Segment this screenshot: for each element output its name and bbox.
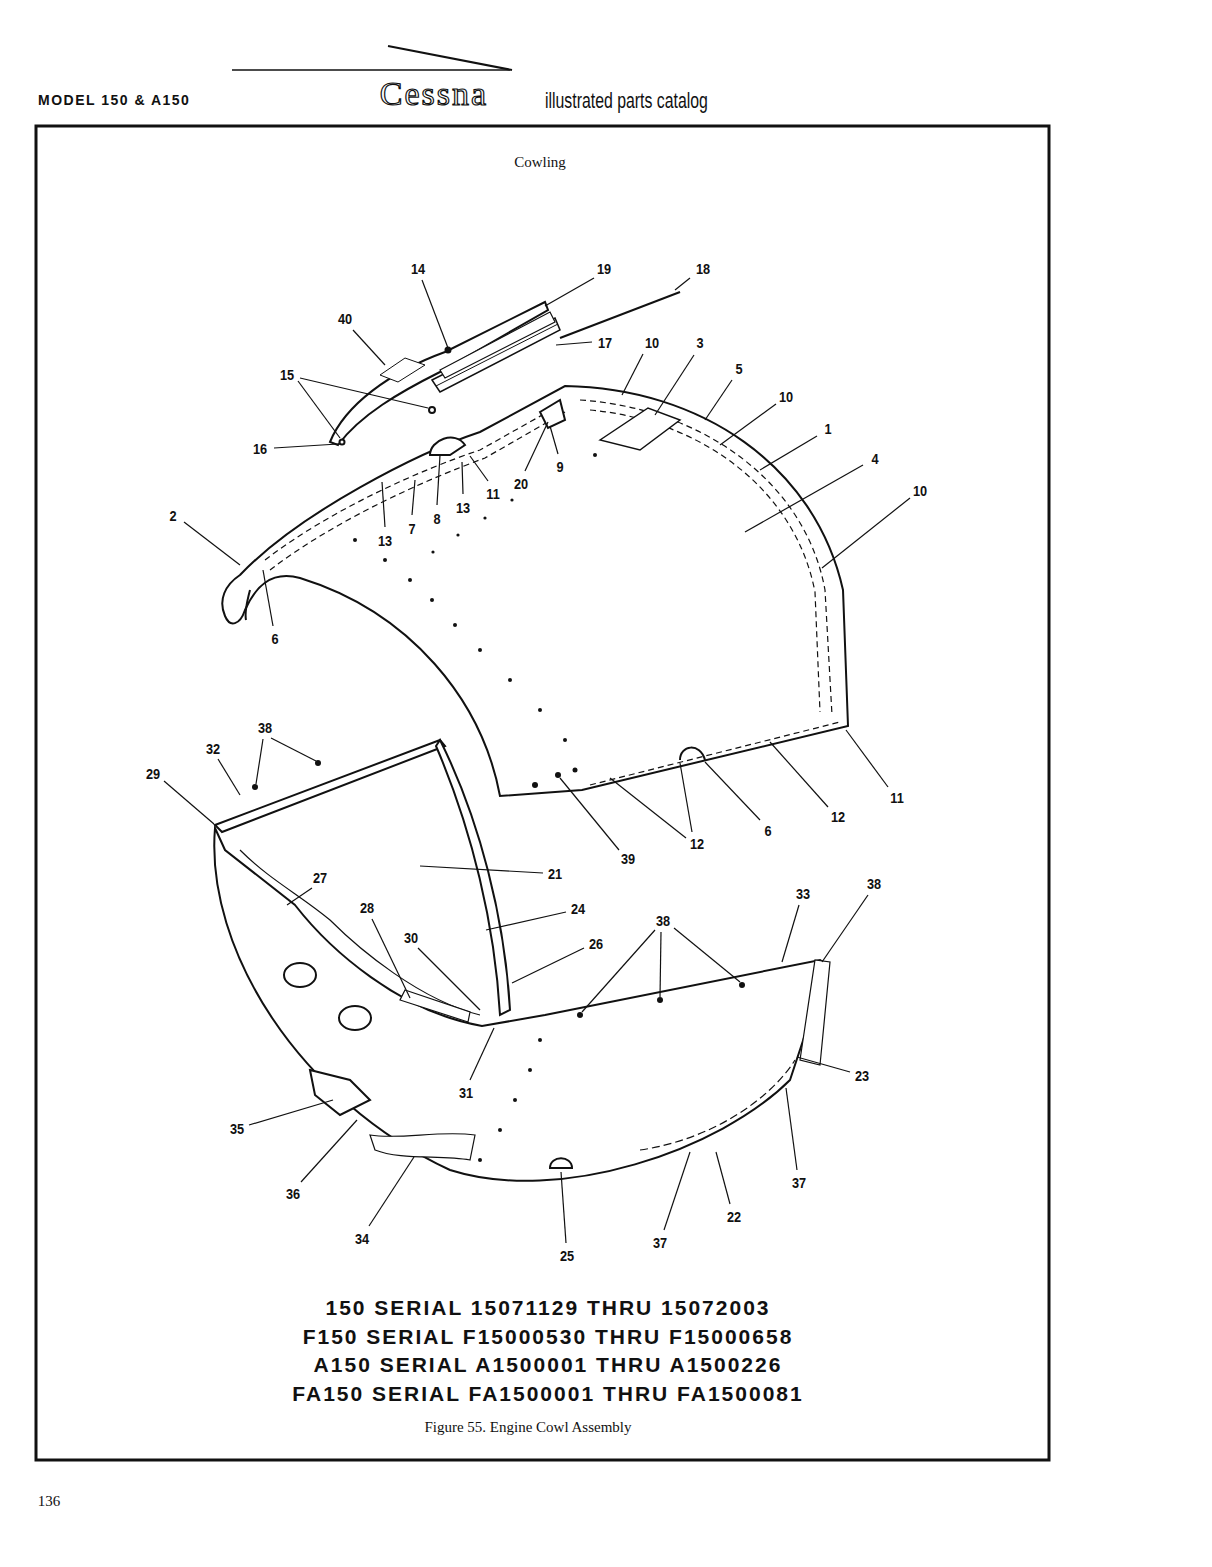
fastener-dots: [353, 453, 597, 788]
lower-cowl: [214, 740, 830, 1181]
catalog-title: illustrated parts catalog: [545, 90, 708, 112]
callout-number: 21: [548, 866, 562, 881]
header-rule: [232, 69, 510, 71]
callout-number: 37: [792, 1175, 806, 1190]
callout-number: 20: [514, 476, 528, 491]
callout-number: 3: [696, 335, 703, 350]
callout-number: 29: [146, 766, 160, 781]
callout-number: 40: [338, 311, 352, 326]
callout-number: 30: [404, 930, 418, 945]
callout-number: 38: [258, 720, 272, 735]
callout-number: 31: [459, 1085, 473, 1100]
callout-number: 18: [696, 261, 710, 276]
callout-number: 27: [313, 870, 327, 885]
callout-number: 6: [764, 823, 771, 838]
callout-number: 38: [867, 876, 881, 891]
callout-number: 35: [230, 1121, 244, 1136]
callout-number: 26: [589, 936, 603, 951]
callout-number: 10: [779, 389, 793, 404]
callout-number: 38: [656, 913, 670, 928]
header-text: MODEL 150 & A150: [38, 93, 190, 107]
page-frame: [36, 126, 1049, 1460]
callout-number: 25: [560, 1248, 574, 1263]
callout-number: 24: [571, 901, 585, 916]
leader-lines: [164, 278, 910, 1243]
callout-number: 1: [824, 421, 831, 436]
callout-number: 28: [360, 900, 374, 915]
callout-number: 13: [378, 533, 392, 548]
figure-caption: Figure 55. Engine Cowl Assembly: [424, 1420, 631, 1435]
callout-number: 5: [735, 361, 742, 376]
callout-number: 13: [456, 500, 470, 515]
page-number: 136: [38, 1494, 61, 1509]
callout-number: 12: [690, 836, 704, 851]
callout-number: 6: [271, 631, 278, 646]
serial-range: A150 SERIAL A1500001 THRU A1500226: [314, 1354, 783, 1375]
callout-number: 7: [408, 521, 415, 536]
callout-number: 37: [653, 1235, 667, 1250]
callout-number: 2: [169, 508, 176, 523]
callout-number: 39: [621, 851, 635, 866]
upper-cowl: [222, 386, 848, 796]
callout-number: 15: [280, 367, 294, 382]
callout-number: 16: [253, 441, 267, 456]
callout-number: 8: [433, 511, 440, 526]
callout-number: 11: [486, 486, 499, 501]
serial-range: F150 SERIAL F15000530 THRU F15000658: [303, 1326, 794, 1347]
callout-number: 14: [411, 261, 425, 276]
callout-number: 4: [871, 451, 878, 466]
callout-number: 10: [645, 335, 659, 350]
serial-range: FA150 SERIAL FA1500001 THRU FA1500081: [292, 1383, 803, 1404]
callout-number: 32: [206, 741, 220, 756]
callout-number: 11: [890, 790, 903, 805]
callout-number: 33: [796, 886, 810, 901]
access-door: [330, 292, 680, 445]
callout-number: 9: [556, 459, 563, 474]
callout-number: 22: [727, 1209, 741, 1224]
figure-title: Cowling: [514, 155, 566, 170]
callout-number: 19: [597, 261, 611, 276]
logo-mark: [388, 46, 512, 70]
callout-number: 34: [355, 1231, 369, 1246]
callout-number: 17: [598, 335, 612, 350]
callout-number: 10: [913, 483, 927, 498]
callout-number: 12: [831, 809, 845, 824]
serial-range: 150 SERIAL 15071129 THRU 15072003: [325, 1297, 770, 1318]
callout-number: 36: [286, 1186, 300, 1201]
brand-logo: Cessna: [380, 77, 488, 111]
callout-number: 23: [855, 1068, 869, 1083]
